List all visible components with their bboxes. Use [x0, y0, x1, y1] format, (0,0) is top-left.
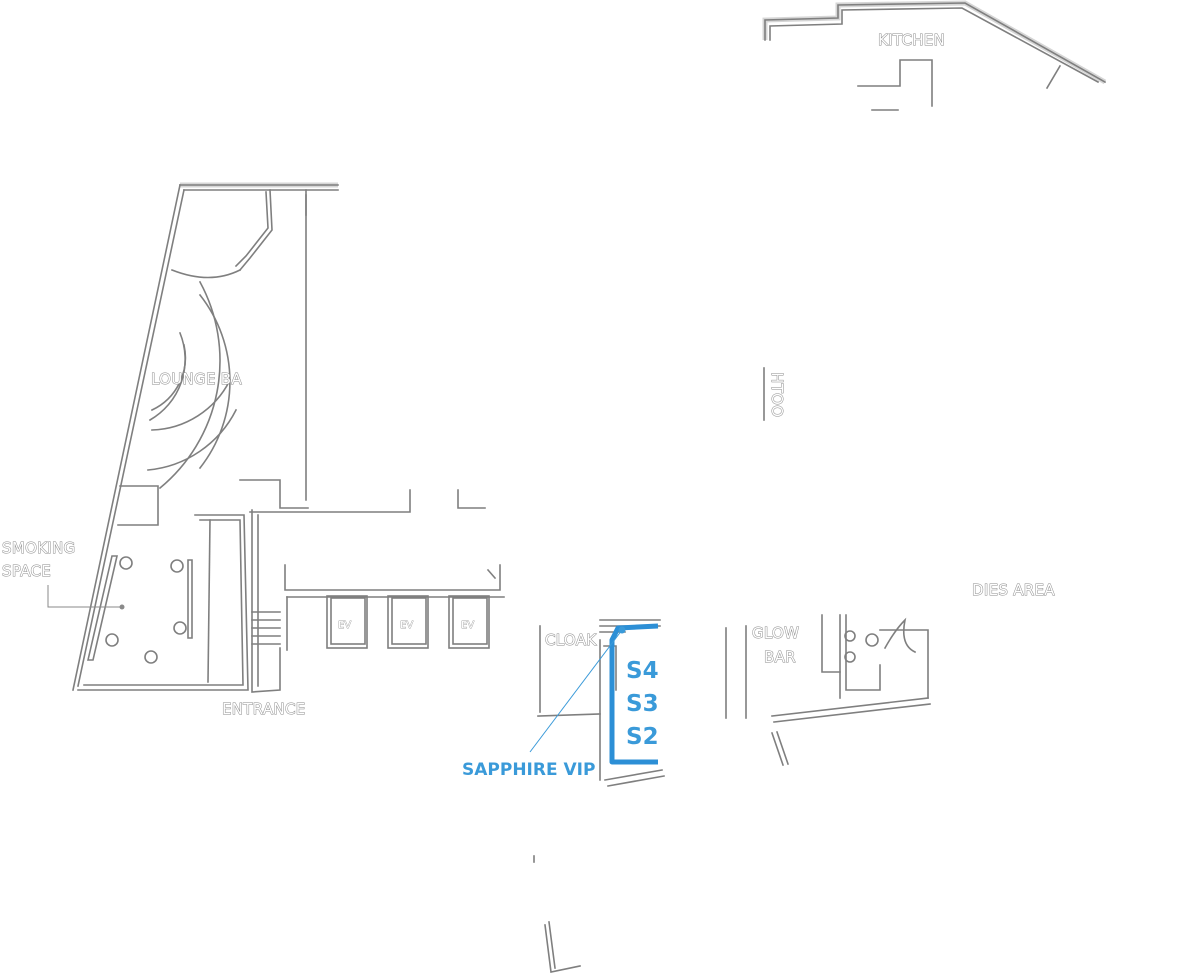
lounge-bar-label: LOUNGE BA — [151, 370, 242, 388]
elevator-label-2: EV — [400, 620, 413, 631]
ladies-area-label: DIES AREA — [972, 581, 1055, 599]
sapphire-vip-area: S4 S3 S2 SAPPHIRE VIP — [462, 623, 659, 780]
vip-room-s2: S2 — [626, 724, 659, 750]
kitchen-label: KITCHEN — [878, 31, 945, 49]
cloak-area: CLOAK — [537, 619, 665, 787]
sapphire-vip-label: SAPPHIRE VIP — [462, 760, 595, 780]
glow-bar-label-line1: GLOW — [752, 624, 799, 642]
vip-room-s3: S3 — [626, 691, 659, 717]
entrance-area: EV EV EV ENTRANCE — [222, 489, 505, 719]
smoking-space-label-line2: SPACE — [2, 562, 51, 580]
kitchen-area: KITCHEN — [762, 0, 1107, 111]
vip-room-s4: S4 — [626, 658, 659, 684]
booth-area: HTOO — [763, 367, 787, 421]
booth-label: HTOO — [768, 372, 786, 417]
cloak-label: CLOAK — [545, 631, 597, 649]
glow-bar-area: GLOW BAR DIES AREA — [725, 581, 1056, 767]
elevator-label-3: EV — [461, 620, 474, 631]
glow-bar-label-line2: BAR — [764, 648, 796, 666]
smoking-space-label-line1: SMOKING — [2, 539, 75, 557]
lower-corridor — [533, 855, 581, 973]
entrance-label: ENTRANCE — [222, 700, 306, 718]
lounge-bar-area: LOUNGE BA SMOKING SPACE — [2, 182, 339, 691]
elevator-label-1: EV — [338, 620, 351, 631]
